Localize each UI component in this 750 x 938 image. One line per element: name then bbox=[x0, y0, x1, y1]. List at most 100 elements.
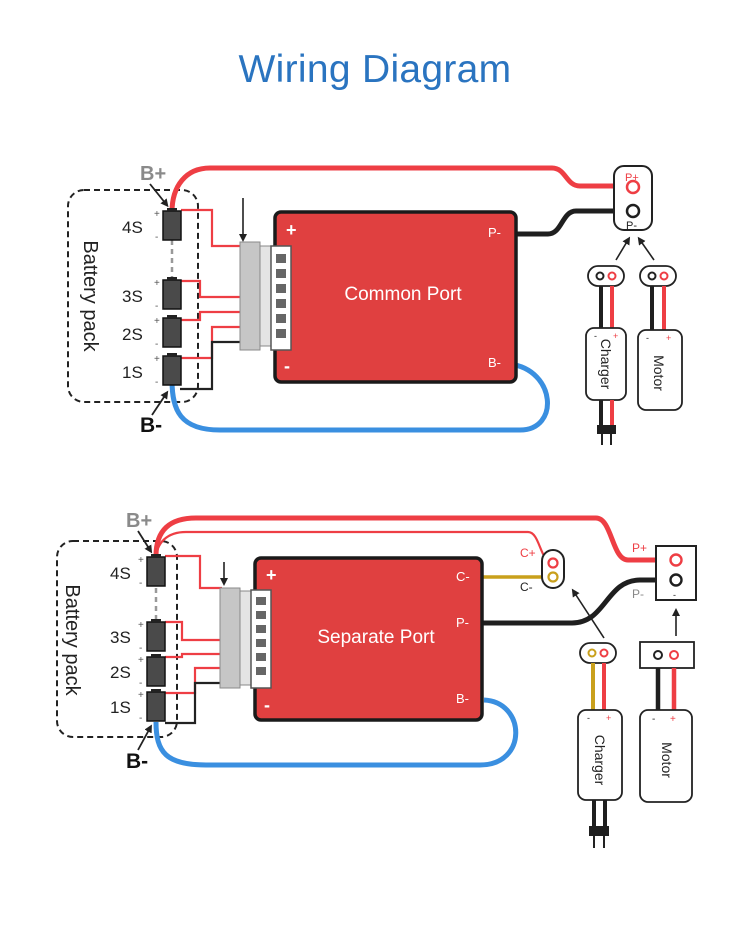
cell-2s bbox=[162, 317, 182, 348]
cell-plus-2s: + bbox=[138, 655, 144, 666]
motor-plus: + bbox=[666, 333, 671, 343]
battery-pack-label: Battery pack bbox=[79, 240, 101, 352]
motor-minus: - bbox=[646, 333, 649, 343]
motor-label: Motor bbox=[659, 742, 675, 778]
cell-minus-3s: - bbox=[155, 301, 158, 312]
diagram-separate-port: Battery pack 4S bbox=[56, 510, 697, 848]
port-p-minus-label: P- bbox=[632, 587, 644, 601]
cell-minus-1s: - bbox=[155, 377, 158, 388]
cell-minus-2s: - bbox=[139, 678, 142, 689]
output-port bbox=[613, 165, 653, 231]
cell-1s bbox=[162, 355, 182, 386]
b-plus-label: B+ bbox=[126, 510, 152, 532]
cell-3s bbox=[162, 279, 182, 310]
charger-plus: + bbox=[613, 331, 618, 341]
cell-labels: 4S 3S 2S 1S bbox=[110, 564, 131, 717]
cell-label-4s: 4S bbox=[122, 218, 143, 237]
cell-polarity: + - + - + - + - bbox=[138, 555, 144, 724]
battery-pack-label: Battery pack bbox=[61, 584, 83, 696]
motor-body bbox=[639, 709, 693, 803]
cells bbox=[162, 208, 182, 386]
cell-labels: 4S 3S 2S 1S bbox=[122, 218, 143, 382]
balance-wires bbox=[181, 208, 242, 360]
balance-wire-negative bbox=[180, 340, 242, 391]
cell-3s bbox=[146, 621, 166, 652]
balance-connector bbox=[239, 241, 261, 351]
motor-plus: + bbox=[670, 714, 676, 725]
board-plus: + bbox=[286, 220, 297, 240]
board-minus: - bbox=[264, 695, 270, 715]
motor-minus: - bbox=[652, 714, 655, 725]
cell-minus-2s: - bbox=[155, 339, 158, 350]
cell-plus-3s: + bbox=[138, 620, 144, 631]
cell-label-1s: 1S bbox=[122, 363, 143, 382]
motor-label: Motor bbox=[651, 355, 667, 391]
cell-4s bbox=[162, 210, 182, 241]
discharge-port-minus: - bbox=[673, 590, 676, 600]
board-minus: - bbox=[284, 356, 290, 376]
b-plus-wire-to-p-plus bbox=[153, 515, 662, 563]
charger-body bbox=[585, 327, 627, 401]
motor-plug bbox=[639, 641, 695, 669]
page-title: Wiring Diagram bbox=[238, 48, 512, 91]
p-minus-wire bbox=[482, 577, 662, 626]
charger-minus: - bbox=[594, 331, 597, 341]
cell-label-4s: 4S bbox=[110, 564, 131, 583]
port-c-plus-label: C+ bbox=[520, 546, 536, 560]
b-minus-pointer bbox=[151, 390, 169, 416]
motor-plug bbox=[639, 265, 677, 287]
cell-polarity: + - + - + - + - bbox=[154, 209, 160, 388]
cell-plus-4s: + bbox=[154, 209, 160, 220]
cell-label-3s: 3S bbox=[110, 628, 131, 647]
board-title: Separate Port bbox=[317, 627, 435, 648]
board-plus: + bbox=[266, 565, 277, 585]
port-p-minus-label: P- bbox=[626, 220, 637, 232]
cell-plus-1s: + bbox=[138, 690, 144, 701]
cell-label-3s: 3S bbox=[122, 287, 143, 306]
terminal-p-minus: P- bbox=[488, 225, 501, 240]
cell-minus-4s: - bbox=[139, 578, 142, 589]
cell-minus-4s: - bbox=[155, 232, 158, 243]
b-minus-label: B- bbox=[126, 750, 148, 773]
board-title: Common Port bbox=[344, 284, 462, 305]
port-p-minus-socket bbox=[625, 203, 641, 219]
b-plus-wire bbox=[169, 165, 624, 213]
terminal-b-minus: B- bbox=[456, 691, 469, 706]
cell-plus-1s: + bbox=[154, 354, 160, 365]
port-p-plus-label: P+ bbox=[632, 541, 647, 555]
cell-plus-4s: + bbox=[138, 555, 144, 566]
charger-ac-plug bbox=[589, 826, 609, 836]
b-plus-pointer bbox=[137, 530, 153, 554]
charger-ac-plug bbox=[597, 425, 616, 434]
charger-plug bbox=[587, 265, 625, 287]
cell-plus-3s: + bbox=[154, 278, 160, 289]
b-minus-label: B- bbox=[140, 414, 162, 437]
b-plus-label: B+ bbox=[140, 163, 166, 185]
p-minus-wire bbox=[516, 208, 624, 237]
cell-label-1s: 1S bbox=[110, 698, 131, 717]
b-minus-wire bbox=[153, 697, 519, 768]
battery-pack-frame bbox=[67, 189, 199, 403]
cell-4s bbox=[146, 556, 166, 587]
balance-wires bbox=[165, 554, 222, 695]
battery-pack-frame bbox=[56, 540, 178, 738]
cell-minus-3s: - bbox=[139, 643, 142, 654]
charger-label: Charger bbox=[592, 735, 608, 786]
balance-wire-negative bbox=[165, 681, 222, 725]
motor-body bbox=[637, 329, 683, 411]
cell-minus-1s: - bbox=[139, 713, 142, 724]
charger-body bbox=[577, 709, 623, 801]
balance-connector bbox=[219, 587, 241, 689]
cell-plus-2s: + bbox=[154, 316, 160, 327]
cell-label-2s: 2S bbox=[122, 325, 143, 344]
terminal-b-minus: B- bbox=[488, 355, 501, 370]
port-p-plus-socket bbox=[625, 179, 641, 195]
diagram-common-port: Battery pack 4S 3S bbox=[67, 163, 683, 445]
b-minus-pointer bbox=[137, 724, 152, 751]
charger-label: Charger bbox=[598, 339, 614, 390]
charger-minus: - bbox=[587, 713, 590, 723]
terminal-c-minus: C- bbox=[456, 569, 470, 584]
charger-plug bbox=[579, 642, 617, 664]
cell-2s bbox=[146, 656, 166, 687]
